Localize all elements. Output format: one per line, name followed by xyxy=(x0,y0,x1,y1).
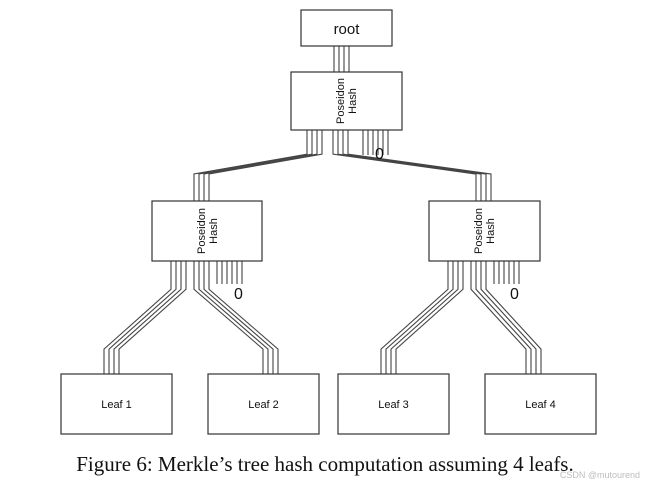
right-hash-to-leaf-3-wire xyxy=(385,261,454,374)
right-hash-to-leaf-3-wire xyxy=(380,261,449,374)
hash-label-line: Hash xyxy=(208,218,220,244)
right-hash-to-leaf-4-wire xyxy=(475,261,532,374)
left-hash-to-leaf-2-wire xyxy=(198,261,269,374)
top-poseidon-hash: PoseidonHash xyxy=(290,71,403,131)
hash-label-line: Poseidon xyxy=(473,208,485,254)
top-to-left-hash-wire xyxy=(193,130,308,201)
watermark: CSDN @mutourend xyxy=(559,470,640,480)
left-hash-to-leaf-1-wire xyxy=(113,261,182,374)
left-zero-label: 0 xyxy=(234,286,243,303)
leaf-2: Leaf 2 xyxy=(207,373,320,435)
top-to-right-hash-wire xyxy=(332,130,477,201)
top-to-right-hash-wire xyxy=(337,130,482,201)
top-to-right-hash-wire xyxy=(342,130,487,201)
left-hash-label: PoseidonHash xyxy=(196,208,220,254)
leaf-2-label: Leaf 2 xyxy=(248,399,279,411)
top-to-left-hash-wire xyxy=(203,130,318,201)
figure-caption: Figure 6: Merkle’s tree hash computation… xyxy=(76,452,574,476)
hash-label-line: Poseidon xyxy=(196,208,208,254)
hash-label-line: Hash xyxy=(347,88,359,114)
root-label: root xyxy=(334,21,361,38)
right-hash-to-leaf-4-wire xyxy=(480,261,537,374)
leaf-1-label: Leaf 1 xyxy=(101,399,132,411)
top-to-left-hash-wire xyxy=(208,130,323,201)
right-poseidon-hash: PoseidonHash xyxy=(428,200,541,262)
leaf-1: Leaf 1 xyxy=(60,373,173,435)
leaf-4: Leaf 4 xyxy=(484,373,597,435)
right-hash-to-leaf-3-wire xyxy=(390,261,459,374)
top-zero-label: 0 xyxy=(375,146,384,163)
right-hash-to-leaf-4-wire xyxy=(470,261,527,374)
right-hash-to-leaf-3-wire xyxy=(395,261,464,374)
left-hash-to-leaf-1-wire xyxy=(103,261,172,374)
top-to-right-hash-wire xyxy=(347,130,492,201)
top-hash-label: PoseidonHash xyxy=(335,78,359,124)
left-hash-to-leaf-1-wire xyxy=(118,261,187,374)
leaf-3: Leaf 3 xyxy=(337,373,450,435)
hash-label-line: Poseidon xyxy=(335,78,347,124)
left-hash-to-leaf-2-wire xyxy=(193,261,264,374)
right-hash-label: PoseidonHash xyxy=(473,208,497,254)
left-hash-to-leaf-2-wire xyxy=(203,261,274,374)
right-hash-to-leaf-4-wire xyxy=(485,261,542,374)
wire-bundles xyxy=(103,46,542,374)
left-hash-to-leaf-1-wire xyxy=(108,261,177,374)
leaf-4-label: Leaf 4 xyxy=(525,399,556,411)
hash-label-line: Hash xyxy=(485,218,497,244)
right-zero-label: 0 xyxy=(510,286,519,303)
root-node: root xyxy=(300,9,393,47)
left-poseidon-hash: PoseidonHash xyxy=(151,200,263,262)
left-hash-to-leaf-2-wire xyxy=(208,261,279,374)
leaf-3-label: Leaf 3 xyxy=(378,399,409,411)
top-to-left-hash-wire xyxy=(198,130,313,201)
